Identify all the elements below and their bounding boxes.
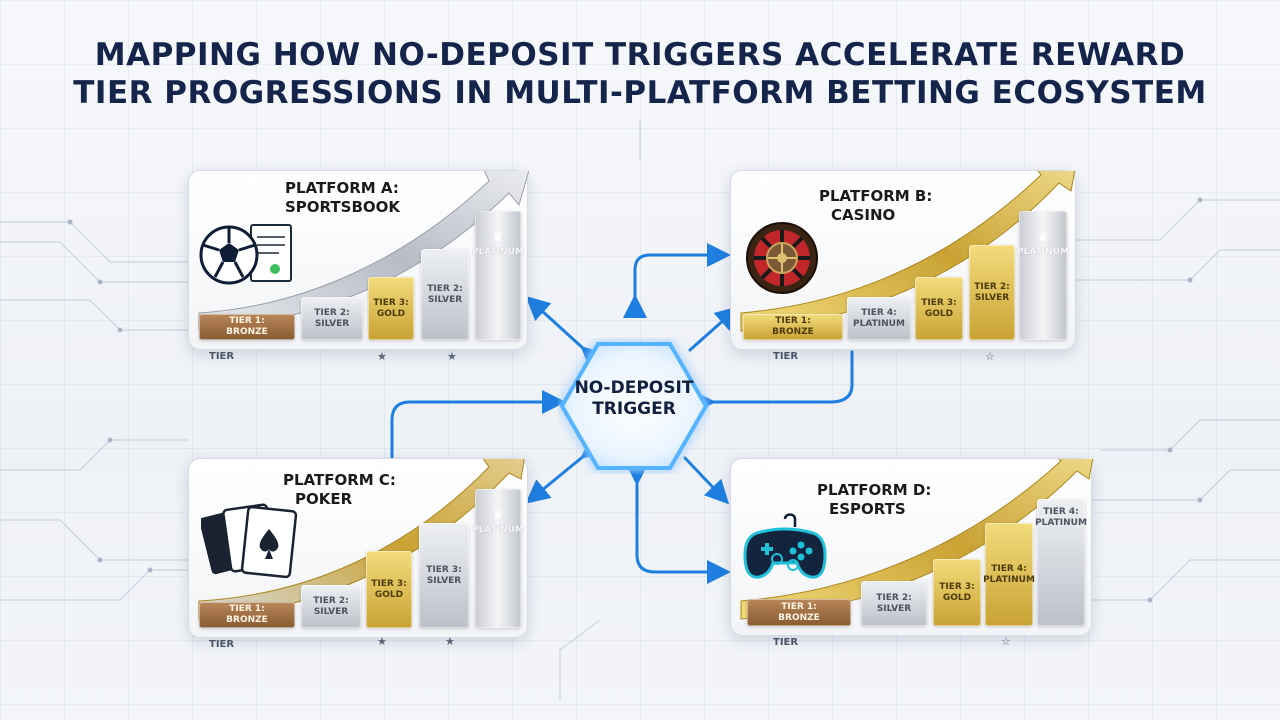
platform-a-footer: TIER	[209, 351, 235, 362]
star-icon: ★	[377, 635, 387, 648]
arrow-hub-to-b-top	[623, 243, 731, 318]
title-line-1: MAPPING HOW NO-DEPOSIT TRIGGERS ACCELERA…	[94, 37, 1186, 73]
platform-b-footer: TIER	[773, 351, 799, 362]
platform-a-card: PLATFORM A: SPORTSBOOK TIER 1:BRONZE TIE…	[188, 170, 529, 363]
hub-label: NO-DEPOSIT TRIGGER	[574, 378, 694, 419]
platform-d-tier-2: TIER 2:SILVER	[861, 581, 927, 626]
arrow-hub-to-d-bottom	[625, 462, 731, 584]
platform-c-tier-2: TIER 2:SILVER	[301, 585, 361, 628]
star-icon: ★	[447, 350, 457, 363]
page-title: MAPPING HOW NO-DEPOSIT TRIGGERS ACCELERA…	[0, 36, 1280, 112]
platform-c-tier-3: TIER 3:GOLD	[366, 551, 412, 628]
platform-c-card: PLATFORM C: POKER TIER 1:BRONZE TIER 2:S…	[188, 458, 528, 650]
crown-icon: ♛	[1037, 230, 1049, 245]
no-deposit-trigger-hub	[559, 342, 709, 470]
platform-d-card: PLATFORM D: ESPORTS TIER 1:BRONZE TIER 2…	[730, 458, 1093, 648]
platform-a-tier-5: ♛ PLATINUM	[472, 211, 524, 340]
star-icon: ★	[377, 350, 387, 363]
platform-b-tier-1: TIER 1:BRONZE	[743, 314, 843, 340]
platform-c-title: PLATFORM C: POKER	[283, 471, 396, 508]
platform-c-footer: TIER	[209, 639, 235, 650]
platform-c-tier-1: TIER 1:BRONZE	[199, 602, 295, 628]
arrow-hub-to-c	[525, 434, 607, 504]
star-icon: ☆	[1001, 635, 1011, 648]
platform-b-tier-4: TIER 2:SILVER	[969, 245, 1015, 340]
title-line-2: TIER PROGRESSIONS IN MULTI-PLATFORM BETT…	[73, 75, 1207, 111]
platform-a-title: PLATFORM A: SPORTSBOOK	[285, 179, 401, 216]
platform-d-tier-3: TIER 3:GOLD	[933, 559, 981, 626]
star-icon: ★	[445, 635, 455, 648]
platform-d-tier-1: TIER 1:BRONZE	[747, 599, 851, 626]
platform-b-card: PLATFORM B: CASINO TIER 1:BRONZE TIER 4:…	[730, 170, 1076, 363]
game-controller-icon	[743, 513, 827, 579]
platform-b-tier-3: TIER 3:GOLD	[915, 277, 963, 340]
platform-b-tier-2: TIER 4:PLATINUM	[847, 297, 911, 340]
playing-cards-icon	[201, 503, 298, 579]
crown-icon: ♛	[492, 508, 504, 523]
platform-a-tier-1: TIER 1:BRONZE	[199, 314, 295, 340]
platform-d-tier-5: TIER 4:PLATINUM	[1035, 499, 1087, 626]
platform-b-title: PLATFORM B: CASINO	[819, 187, 933, 224]
soccer-ball-and-ticket-icon	[199, 224, 292, 285]
arrow-b-loop	[692, 350, 854, 414]
arrow-hub-to-a	[525, 295, 607, 371]
platform-d-footer: TIER	[773, 637, 799, 648]
platform-d-tier-4: TIER 4:PLATINUM	[983, 523, 1035, 626]
roulette-wheel-icon	[746, 222, 818, 294]
arrow-c-to-hub	[390, 390, 566, 464]
platform-b-tier-5: ♛ PLATINUM	[1017, 211, 1069, 340]
platform-a-tier-2: TIER 2:SILVER	[301, 297, 363, 340]
platform-a-tier-4: TIER 2:SILVER	[421, 249, 469, 340]
platform-c-tier-5: ♛ PLATINUM	[472, 489, 524, 628]
platform-c-tier-4: TIER 3:SILVER	[419, 523, 469, 628]
platform-a-tier-3: TIER 3:GOLD	[368, 277, 414, 340]
crown-icon: ♛	[492, 230, 504, 245]
arrow-hub-to-b	[688, 306, 740, 352]
star-icon: ☆	[985, 350, 995, 363]
platform-d-title: PLATFORM D: ESPORTS	[817, 481, 932, 518]
